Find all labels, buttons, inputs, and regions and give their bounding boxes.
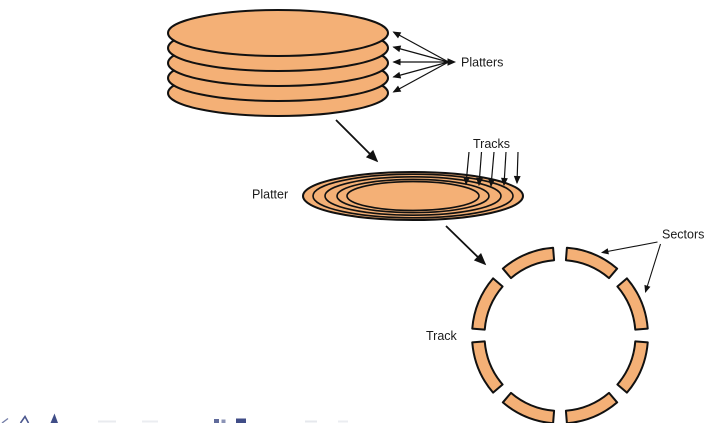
- track-ring: [324, 176, 502, 217]
- fragment-mark: [98, 420, 116, 423]
- fragment-mark: [236, 418, 246, 423]
- track-arrow: [501, 151, 508, 187]
- sector-segment: [501, 391, 556, 423]
- track-arrow: [488, 151, 496, 188]
- stack-to-platter-arrow: [335, 119, 379, 163]
- sector-arrow-2: [644, 243, 662, 293]
- platters-arrow: [392, 31, 449, 63]
- platters-arrow: [392, 61, 449, 93]
- platters-pointer-arrows: [392, 31, 449, 93]
- track-pointer-arrows: [463, 151, 521, 188]
- sector-arrow-1: [600, 241, 658, 255]
- sector-segment: [564, 391, 619, 423]
- platter-disk: [167, 9, 389, 57]
- sectors-label: Sectors: [662, 228, 704, 242]
- sector-segment: [501, 246, 556, 280]
- fragment-mark: [1, 417, 9, 423]
- cropped-text-fragments: [1, 413, 348, 423]
- platters-label: Platters: [461, 56, 503, 70]
- platter-to-track-arrow: [445, 225, 487, 266]
- track-arrow: [513, 151, 521, 185]
- track-ring: [346, 180, 480, 212]
- platter-with-tracks: [302, 171, 524, 221]
- sector-segment: [471, 277, 504, 331]
- platters-arrow: [392, 45, 449, 63]
- sector-segment: [564, 246, 619, 280]
- fragment-mark: [221, 419, 226, 423]
- fragment-mark: [50, 413, 58, 423]
- sectors-pointer-arrows: [600, 241, 662, 293]
- track-arrow: [476, 151, 483, 187]
- sector-segment: [616, 277, 649, 331]
- sector-segment: [471, 340, 504, 394]
- track-label: Track: [426, 329, 458, 343]
- fragment-mark: [19, 414, 30, 423]
- fragment-mark: [338, 420, 348, 423]
- fragment-mark: [214, 419, 219, 423]
- fragment-mark: [142, 420, 158, 423]
- track-arrow: [463, 151, 471, 186]
- tracks-label: Tracks: [473, 137, 510, 151]
- sector-segment: [616, 340, 649, 394]
- platter-stack: [167, 9, 389, 117]
- track-ring: [336, 178, 490, 214]
- fragment-mark: [305, 420, 317, 423]
- platters-arrow: [392, 61, 449, 79]
- platter-label: Platter: [252, 188, 288, 202]
- sector-ring: [471, 246, 649, 423]
- track-ring: [312, 173, 514, 219]
- platters-fan-arrowhead: [447, 58, 456, 66]
